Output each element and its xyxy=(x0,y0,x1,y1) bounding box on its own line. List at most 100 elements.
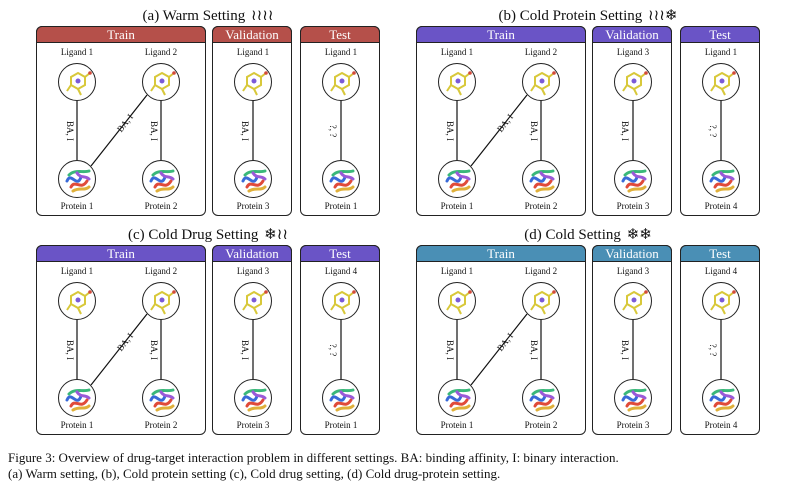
test-edges xyxy=(340,101,342,160)
protein-node xyxy=(438,160,476,198)
train-header: Train xyxy=(416,245,586,262)
ligand-node xyxy=(58,282,96,320)
protein-node xyxy=(234,379,272,417)
validation-header: Validation xyxy=(212,26,292,43)
ligand-molecule-icon xyxy=(150,71,176,96)
test-edges xyxy=(340,320,342,379)
ligand-molecule-icon xyxy=(446,71,472,96)
ligand-label: Ligand 3 xyxy=(236,266,270,276)
ligand-molecule-icon xyxy=(330,71,356,96)
caption-line-1: Figure 3: Overview of drug-target intera… xyxy=(8,450,619,465)
train-header: Train xyxy=(36,26,206,43)
ligand-node xyxy=(438,63,476,101)
edge-label: BA, I xyxy=(529,121,539,141)
test-header: Test xyxy=(300,245,380,262)
ligand-molecule-icon xyxy=(622,290,648,315)
protein-node xyxy=(58,160,96,198)
train-edges xyxy=(456,313,542,386)
ligand-label: Ligand 1 xyxy=(324,47,358,57)
ligand-molecule-icon xyxy=(710,290,736,315)
train-edges xyxy=(76,313,162,386)
protein-structure-icon xyxy=(329,388,355,412)
ligand-molecule-icon xyxy=(710,71,736,96)
setting-icons: ❄❄ xyxy=(622,227,652,243)
protein-node xyxy=(58,379,96,417)
ligand-label: Ligand 1 xyxy=(440,47,474,57)
protein-structure-icon xyxy=(621,169,647,193)
edge-label: BA, I xyxy=(240,121,250,141)
edge-label: BA, I xyxy=(445,121,455,141)
panel-title-text: (c) Cold Drug Setting xyxy=(128,227,259,243)
protein-structure-icon xyxy=(65,169,91,193)
protein-label: Protein 1 xyxy=(60,420,94,430)
ligand-node xyxy=(614,63,652,101)
protein-node xyxy=(142,379,180,417)
ligand-molecule-icon xyxy=(446,290,472,315)
ligand-label: Ligand 1 xyxy=(60,47,94,57)
ligand-molecule-icon xyxy=(242,290,268,315)
edge-label: BA, I xyxy=(65,121,75,141)
edge-label: BA, I xyxy=(240,340,250,360)
ligand-node xyxy=(614,282,652,320)
protein-structure-icon xyxy=(709,169,735,193)
protein-structure-icon xyxy=(329,169,355,193)
ligand-molecule-icon xyxy=(530,71,556,96)
ligand-molecule-icon xyxy=(150,290,176,315)
protein-structure-icon xyxy=(65,388,91,412)
protein-label: Protein 4 xyxy=(704,201,738,211)
ligand-node xyxy=(234,282,272,320)
ligand-molecule-icon xyxy=(66,290,92,315)
ligand-node xyxy=(702,282,740,320)
edge-label: ?, ? xyxy=(708,124,718,138)
protein-label: Protein 2 xyxy=(524,201,558,211)
ligand-label: Ligand 2 xyxy=(144,47,178,57)
figure-caption: Figure 3: Overview of drug-target intera… xyxy=(8,450,792,482)
test-header: Test xyxy=(680,26,760,43)
protein-node xyxy=(522,379,560,417)
edge-line xyxy=(470,313,528,386)
ligand-node xyxy=(522,282,560,320)
protein-structure-icon xyxy=(445,388,471,412)
ligand-label: Ligand 3 xyxy=(616,266,650,276)
protein-label: Protein 2 xyxy=(144,201,178,211)
protein-label: Protein 1 xyxy=(60,201,94,211)
protein-label: Protein 2 xyxy=(524,420,558,430)
ligand-node xyxy=(702,63,740,101)
protein-label: Protein 3 xyxy=(236,201,270,211)
edge-label: BA, I xyxy=(65,340,75,360)
setting-icons: ≀≀≀≀ xyxy=(247,8,274,24)
protein-structure-icon xyxy=(709,388,735,412)
ligand-molecule-icon xyxy=(530,290,556,315)
ligand-label: Ligand 1 xyxy=(236,47,270,57)
protein-structure-icon xyxy=(149,169,175,193)
edge-label: ?, ? xyxy=(708,343,718,357)
protein-node xyxy=(614,160,652,198)
ligand-node xyxy=(322,63,360,101)
protein-structure-icon xyxy=(241,169,267,193)
protein-label: Protein 4 xyxy=(704,420,738,430)
panel-title: (c) Cold Drug Setting ❄≀≀ xyxy=(36,225,380,244)
protein-label: Protein 1 xyxy=(324,420,358,430)
validation-header: Validation xyxy=(212,245,292,262)
ligand-molecule-icon xyxy=(242,71,268,96)
edge-label: ?, ? xyxy=(328,124,338,138)
caption-line-2: (a) Warm setting, (b), Cold protein sett… xyxy=(8,466,501,481)
ligand-label: Ligand 2 xyxy=(144,266,178,276)
edge-label: BA, I xyxy=(529,340,539,360)
protein-structure-icon xyxy=(149,388,175,412)
validation-edges xyxy=(252,101,254,160)
ligand-node xyxy=(322,282,360,320)
validation-edges xyxy=(632,320,634,379)
protein-label: Protein 3 xyxy=(616,201,650,211)
setting-icons: ❄≀≀ xyxy=(260,227,288,243)
ligand-node xyxy=(438,282,476,320)
test-header: Test xyxy=(680,245,760,262)
train-edges xyxy=(76,94,162,167)
edge-line xyxy=(90,94,148,167)
